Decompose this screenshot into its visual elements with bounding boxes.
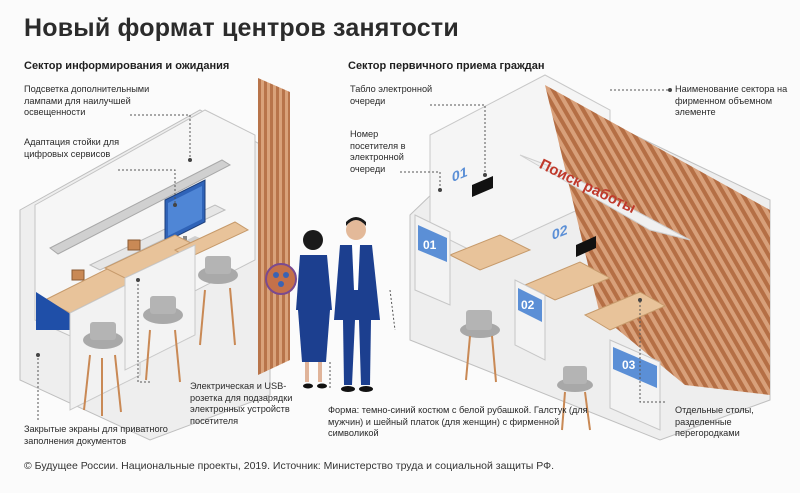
- left-booth: [19, 78, 290, 441]
- man-figure: [334, 217, 380, 392]
- annotation-socket: Электрическая и USB-розетка для подзаряд…: [190, 381, 293, 426]
- annotation-lighting: Подсветка дополнительными лампами для на…: [24, 84, 150, 117]
- socket-icon: [127, 239, 141, 251]
- annotation-screens: Закрытые экраны для приватного заполнени…: [24, 424, 168, 446]
- page-title: Новый формат центров занятости: [24, 14, 459, 42]
- light-bar: [49, 159, 232, 255]
- annotation-uniform: Форма: темно-синий костюм с белой рубашк…: [328, 405, 588, 438]
- queue-board: [472, 176, 493, 197]
- wood-slat-wall-left: [258, 78, 290, 375]
- annotation-sector-name: Наименование сектора на фирменном объемн…: [675, 84, 788, 117]
- leader-lines: [37, 89, 670, 420]
- footer-source: © Будущее России. Национальные проекты, …: [24, 460, 555, 472]
- section-left-title: Сектор информирования и ожидания: [24, 60, 230, 72]
- annotation-tables: Отдельные столы, разделенные перегородка…: [675, 405, 754, 438]
- desk-number-01: 01: [423, 238, 437, 252]
- annotation-visitor-number: Номер посетителя в электронной очереди: [350, 129, 406, 174]
- desk-number-02: 02: [521, 298, 535, 312]
- annotation-queue-board: Табло электронной очереди: [350, 84, 433, 106]
- stool: [83, 287, 236, 416]
- monitor-icon: [164, 179, 206, 250]
- scarf-emblem: [265, 263, 297, 295]
- right-booth: [409, 74, 771, 441]
- section-right-title: Сектор первичного приема граждан: [348, 60, 545, 72]
- queue-board-2: [576, 236, 596, 257]
- annotation-stand: Адаптация стойки для цифровых сервисов: [24, 137, 120, 159]
- woman-figure: [296, 230, 332, 389]
- privacy-screen: [36, 292, 72, 330]
- leader-dots: [36, 88, 672, 357]
- desk-number-03: 03: [622, 358, 636, 372]
- wood-slat-wall-right: [545, 85, 770, 395]
